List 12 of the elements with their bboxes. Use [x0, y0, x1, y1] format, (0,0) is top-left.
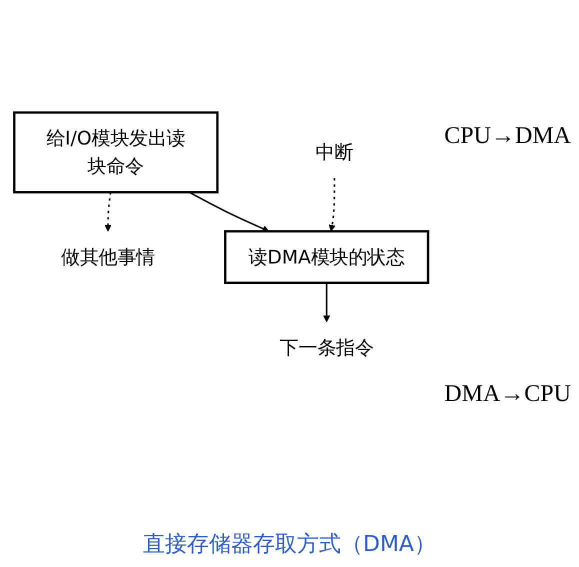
arrow: [328, 178, 336, 232]
node-box: 读DMA模块的状态: [224, 230, 430, 284]
node-text: 中断: [316, 141, 354, 164]
arrow: [104, 192, 112, 232]
node-box: 给I/O模块发出读块命令: [13, 111, 219, 194]
signal-label: CPU→DMA: [444, 123, 571, 150]
node-text: 下一条指令: [280, 336, 374, 359]
caption: 直接存储器存取方式（DMA）: [143, 531, 436, 559]
node-text: 做其他事情: [61, 246, 155, 268]
arrow: [188, 192, 270, 232]
signal-label: DMA→CPU: [444, 380, 571, 408]
arrow: [323, 282, 330, 322]
